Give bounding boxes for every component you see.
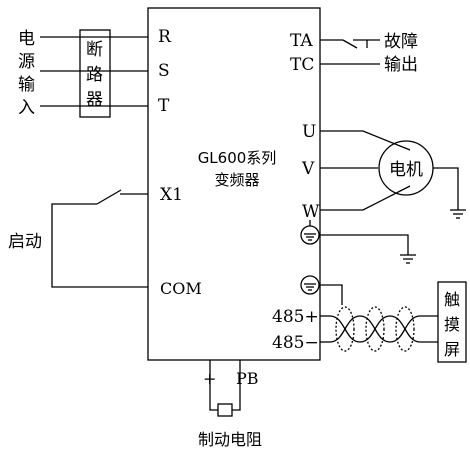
twisted-pair-a <box>329 315 438 343</box>
fault-output-label-1: 故障 <box>384 32 418 52</box>
shield-ellipse-2 <box>365 306 385 352</box>
brake-resistor <box>217 403 233 417</box>
touch-screen-label-2: 摸 <box>444 315 460 334</box>
terminal-w: W <box>302 202 320 222</box>
inverter-subtitle: 变频器 <box>214 171 259 189</box>
input-label-2: 源 <box>18 52 35 72</box>
wire-u <box>320 130 411 151</box>
terminal-x1: X1 <box>160 185 183 205</box>
breaker-label-3: 器 <box>86 90 103 110</box>
terminal-r: R <box>158 27 172 47</box>
wire-fault-output <box>320 39 380 65</box>
terminal-485p: 485+ <box>272 307 319 327</box>
terminal-u: U <box>302 122 316 142</box>
terminal-com: COM <box>160 279 202 298</box>
terminal-ta: TA <box>290 31 313 51</box>
wire-w <box>320 185 411 211</box>
breaker-label-2: 路 <box>86 65 103 85</box>
breaker-box <box>79 29 111 118</box>
wire-start-loop <box>51 193 148 288</box>
start-label: 启动 <box>8 232 42 252</box>
motor-ground-wire <box>433 167 459 210</box>
twisted-pair-b <box>329 315 438 343</box>
fault-output-label-2: 输出 <box>384 55 418 75</box>
shield-wire <box>319 284 343 305</box>
ground-terminal-2-icon <box>300 275 320 295</box>
touch-screen-box <box>437 281 467 363</box>
terminal-tc: TC <box>290 55 314 75</box>
ground-terminal-icon <box>300 225 320 245</box>
terminal-pb: PB <box>236 369 259 388</box>
terminal-t: T <box>158 96 170 116</box>
input-label-1: 电 <box>18 29 35 49</box>
terminal-v: V <box>301 159 315 179</box>
ground-wire-1 <box>309 220 409 255</box>
terminal-plus: + <box>203 369 216 388</box>
inverter-title: GL600系列 <box>198 149 277 167</box>
brake-resistor-label: 制动电阻 <box>198 430 262 449</box>
motor-label: 电机 <box>389 160 423 180</box>
inverter-box <box>147 7 321 361</box>
input-label-4: 入 <box>18 98 35 118</box>
breaker-label-1: 断 <box>86 40 103 60</box>
shield-ellipse-1 <box>335 306 355 352</box>
fault-contact-switch <box>342 39 358 49</box>
touch-screen-label-3: 屏 <box>444 340 460 359</box>
input-label-3: 输 <box>18 75 35 95</box>
terminal-485n: 485− <box>272 333 319 353</box>
shield-ellipse-3 <box>395 306 415 352</box>
touch-screen-label-1: 触 <box>444 290 460 309</box>
start-switch <box>96 189 122 205</box>
terminal-s: S <box>158 61 170 81</box>
